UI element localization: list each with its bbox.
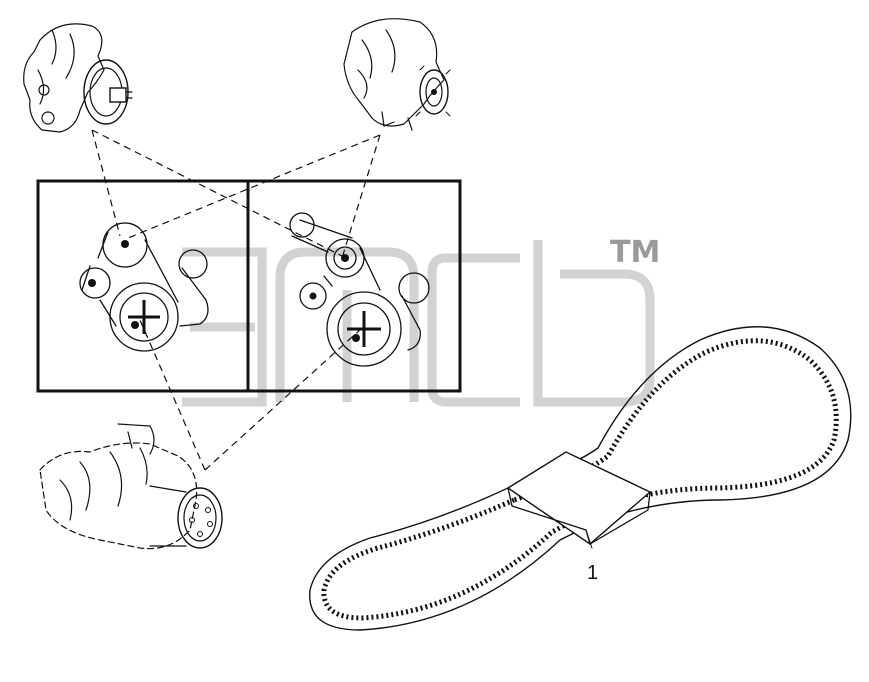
upper-idler-pulley (289, 212, 315, 238)
callout-belt: 1 (587, 562, 598, 584)
water-pump-illustration (343, 18, 451, 131)
schematic-left-pulleys (79, 222, 209, 352)
belt-label-band (506, 451, 652, 545)
crankshaft-illustration (39, 423, 223, 550)
water-pump-pulley (325, 238, 365, 278)
leader-lines (91, 129, 381, 471)
tensioner-right-pulley (299, 282, 327, 310)
alternator-illustration (23, 23, 133, 133)
crankshaft-right-pulley (326, 291, 402, 367)
idler-pulley (178, 249, 208, 279)
tensioner-pulley (79, 267, 111, 299)
idler-right-pulley (398, 272, 430, 304)
schematic-left-frame (36, 179, 250, 393)
schematic-right-frame (246, 179, 462, 393)
schematic-panel (36, 179, 462, 393)
drive-belt-illustration (309, 326, 852, 631)
watermark-trademark: TM (610, 235, 660, 270)
alternator-pulley (102, 222, 148, 268)
crankshaft-pulley (109, 282, 179, 352)
schematic-right-pulleys (289, 212, 430, 367)
callout-label-belt: 1 (587, 562, 598, 584)
watermark-logo (182, 240, 655, 407)
